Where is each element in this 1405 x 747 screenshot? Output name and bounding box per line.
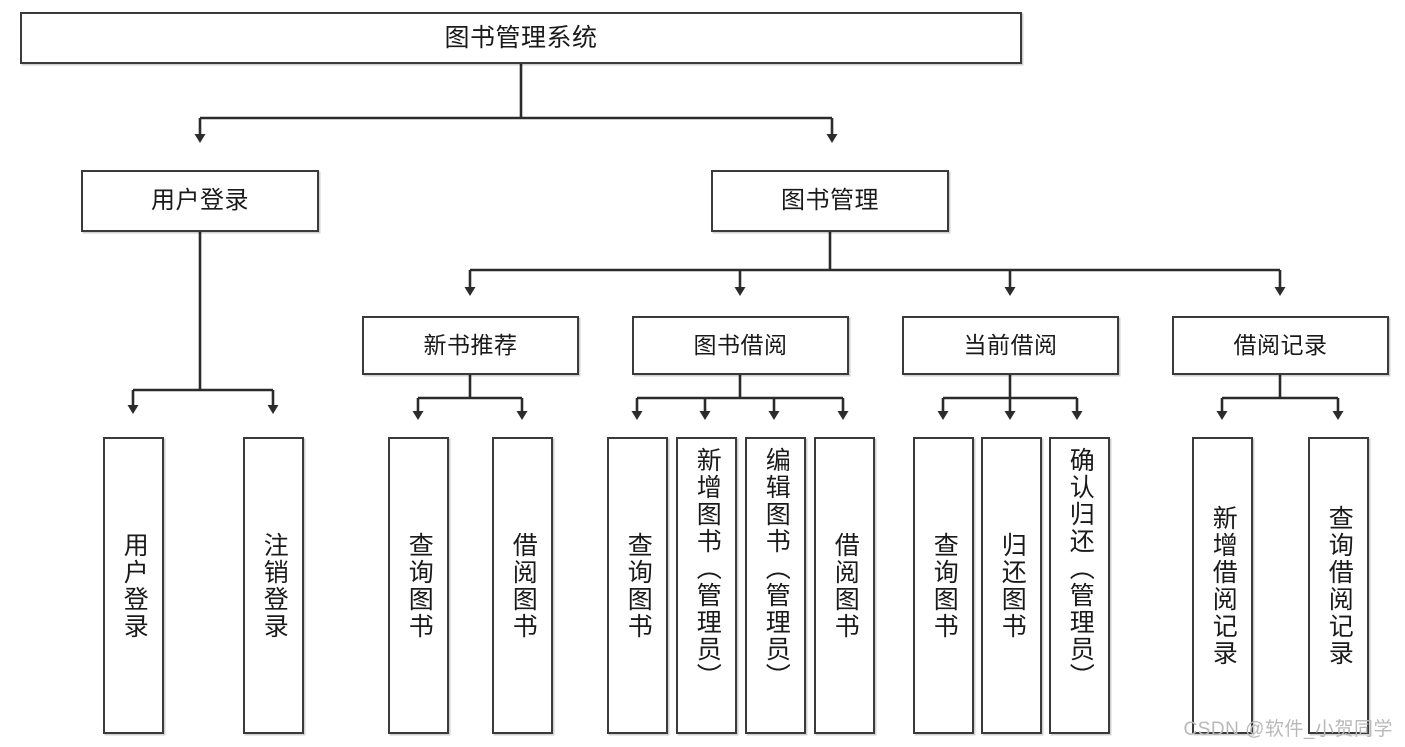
node-leaf-borrow-book-1-label: 借阅图书 (509, 531, 538, 640)
node-current-borrow-label: 当前借阅 (963, 331, 1058, 358)
node-leaf-edit-book[interactable]: 编辑图书（管理员） (745, 437, 806, 734)
node-leaf-borrow-book-1[interactable]: 借阅图书 (492, 437, 553, 734)
node-leaf-add-book-label: 新增图书（管理员） (693, 447, 722, 690)
node-root-label: 图书管理系统 (444, 24, 598, 52)
node-leaf-query-book-2[interactable]: 查询图书 (607, 437, 668, 734)
node-new-book-recommend-label: 新书推荐 (423, 331, 518, 358)
node-leaf-query-book-3[interactable]: 查询图书 (913, 437, 974, 734)
node-leaf-query-record-label: 查询借阅记录 (1325, 504, 1354, 667)
node-leaf-query-book-2-label: 查询图书 (624, 531, 653, 640)
node-user-login[interactable]: 用户登录 (81, 170, 319, 232)
node-book-manage[interactable]: 图书管理 (711, 170, 949, 232)
node-book-manage-label: 图书管理 (781, 186, 879, 214)
node-leaf-user-login-label: 用户登录 (120, 531, 149, 640)
node-book-borrow[interactable]: 图书借阅 (632, 316, 849, 375)
node-user-login-label: 用户登录 (151, 186, 249, 214)
node-leaf-return-book[interactable]: 归还图书 (981, 437, 1042, 734)
node-leaf-return-book-label: 归还图书 (998, 531, 1027, 640)
node-borrow-record-label: 借阅记录 (1233, 331, 1328, 358)
node-current-borrow[interactable]: 当前借阅 (902, 316, 1119, 375)
node-leaf-query-book-1[interactable]: 查询图书 (388, 437, 449, 734)
node-leaf-borrow-book-2[interactable]: 借阅图书 (814, 437, 875, 734)
node-leaf-logout-label: 注销登录 (260, 531, 289, 640)
node-leaf-add-record-label: 新增借阅记录 (1209, 504, 1238, 667)
node-leaf-add-book[interactable]: 新增图书（管理员） (676, 437, 737, 734)
node-leaf-logout[interactable]: 注销登录 (243, 437, 304, 734)
node-leaf-query-record[interactable]: 查询借阅记录 (1308, 437, 1369, 734)
node-borrow-record[interactable]: 借阅记录 (1172, 316, 1389, 375)
node-leaf-confirm-return[interactable]: 确认归还（管理员） (1049, 437, 1110, 734)
node-root[interactable]: 图书管理系统 (20, 12, 1022, 64)
node-leaf-add-record[interactable]: 新增借阅记录 (1192, 437, 1253, 734)
node-leaf-borrow-book-2-label: 借阅图书 (831, 531, 860, 640)
node-leaf-edit-book-label: 编辑图书（管理员） (762, 447, 791, 690)
node-leaf-user-login[interactable]: 用户登录 (103, 437, 164, 734)
node-leaf-query-book-3-label: 查询图书 (930, 531, 959, 640)
watermark: CSDN @软件_小贺同学 (1183, 719, 1393, 740)
node-new-book-recommend[interactable]: 新书推荐 (362, 316, 579, 375)
node-leaf-confirm-return-label: 确认归还（管理员） (1066, 447, 1095, 690)
node-leaf-query-book-1-label: 查询图书 (405, 531, 434, 640)
node-book-borrow-label: 图书借阅 (693, 331, 788, 358)
